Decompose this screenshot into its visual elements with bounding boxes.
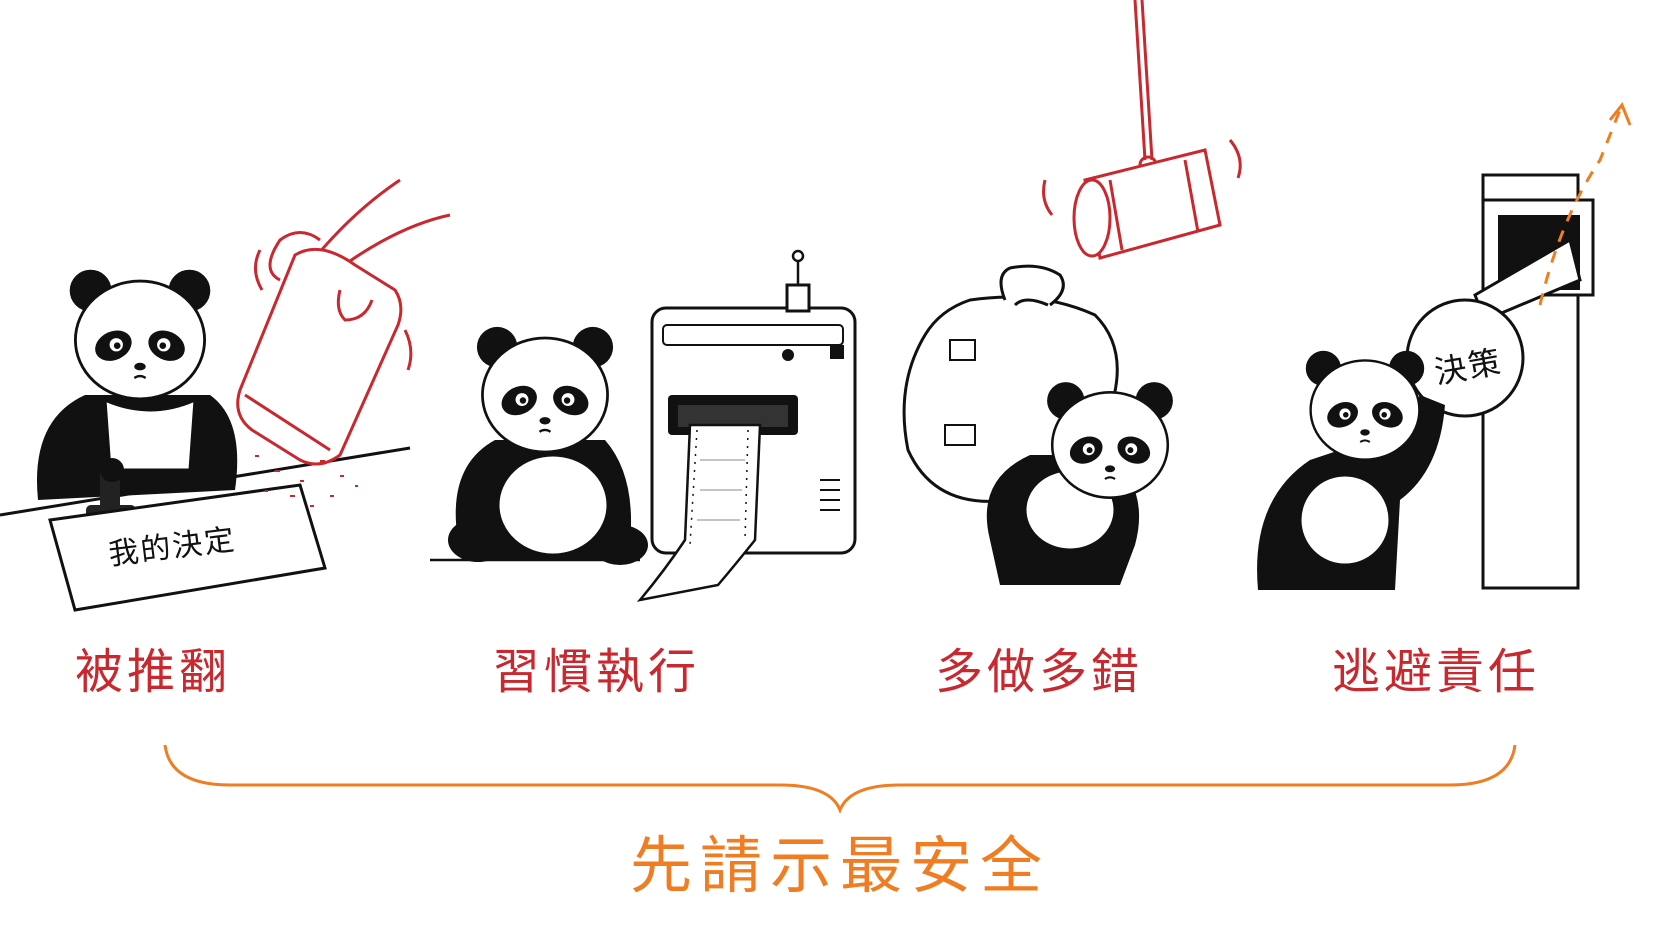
scene-passing-responsibility <box>1257 102 1632 590</box>
mallet-drawing <box>1042 0 1242 260</box>
eraser-hand-drawing <box>236 178 451 466</box>
scene-overruled <box>0 178 451 612</box>
caption-routine: 習慣執行 <box>492 644 701 700</box>
caption-avoidance: 逃避責任 <box>1332 644 1541 700</box>
eraser-crumbs <box>255 455 358 507</box>
scene-routine <box>430 249 857 602</box>
scene-overloaded <box>902 0 1242 585</box>
summary-title: 先請示最安全 <box>629 829 1050 902</box>
grouping-brace <box>163 744 1517 815</box>
caption-overloaded: 多做多錯 <box>935 644 1144 700</box>
caption-overruled: 被推翻 <box>75 644 232 700</box>
